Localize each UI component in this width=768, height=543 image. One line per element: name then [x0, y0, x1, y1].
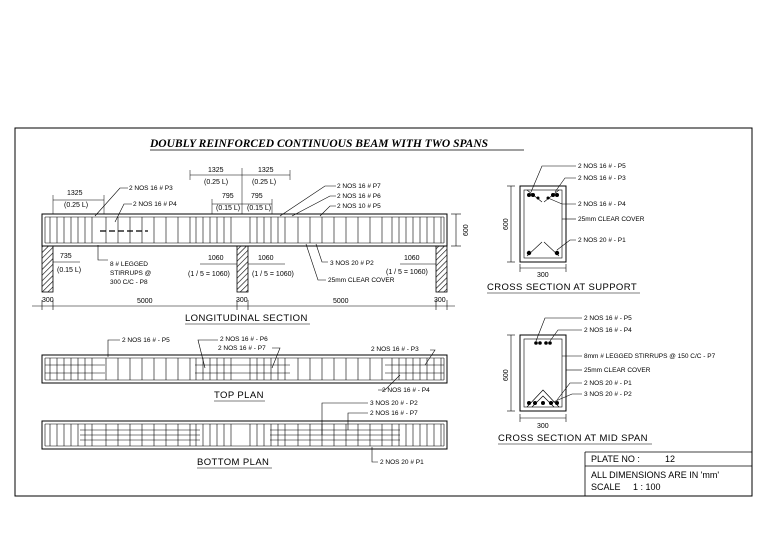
dim-1325-center-right: 1325 — [258, 167, 274, 174]
dim-015L-left: (0.15 L) — [216, 205, 240, 212]
dim-1060-a-sub: (1 / 5 = 1060) — [188, 271, 230, 278]
dim-1060-b-sub: (1 / 5 = 1060) — [252, 271, 294, 278]
midspan-label-p5: 2 NOS 16 # - P5 — [584, 315, 632, 322]
dim-600-depth: 600 — [463, 224, 470, 236]
top-plan: 2 NOS 16 # - P5 2 NOS 16 # - P6 2 NOS 16… — [41, 336, 448, 402]
label-stirrups-3: 300 C/C - P8 — [110, 279, 148, 286]
dim-025L-left: (0.25 L) — [64, 202, 88, 209]
dim-025L-center-right: (0.25 L) — [252, 179, 276, 186]
dim-1325-center-left: 1325 — [208, 167, 224, 174]
label-p6: 2 NOS 16 # P6 — [337, 193, 381, 200]
dim-1060-a: 1060 — [208, 255, 224, 262]
dim-795-right: 795 — [251, 193, 263, 200]
midspan-label-cover: 25mm CLEAR COVER — [584, 367, 651, 374]
midspan-dim-600: 600 — [503, 369, 510, 381]
scale-value: 1 : 100 — [633, 482, 661, 492]
support-label-p5: 2 NOS 16 # - P5 — [578, 163, 626, 170]
cross-section-support: 600 300 2 NOS 16 # - P5 2 NOS 16 # - P3 … — [487, 163, 645, 294]
bottom-label-p1: 2 NOS 20 # P1 — [380, 459, 424, 466]
label-p3: 2 NOS 16 # P3 — [129, 185, 173, 192]
label-p4: 2 NOS 16 # P4 — [133, 201, 177, 208]
top-label-p3: 2 NOS 16 # - P3 — [371, 346, 419, 353]
label-stirrups-1: 8 # LEGGED — [110, 261, 148, 268]
beam-outline — [41, 213, 448, 247]
support-label-p4: 2 NOS 16 # - P4 — [578, 201, 626, 208]
support-dim-600: 600 — [503, 218, 510, 230]
label-stirrups-2: STIRRUPS @ — [110, 270, 152, 277]
support-middle — [236, 245, 249, 293]
support-label-cover: 25mm CLEAR COVER — [578, 216, 645, 223]
top-plan-heading: TOP PLAN — [214, 390, 264, 401]
dim-300-left: 300 — [42, 297, 54, 304]
support-left — [41, 245, 54, 293]
dim-1060-c-sub: (1 / 5 = 1060) — [386, 269, 428, 276]
plate-label: PLATE NO : — [591, 454, 640, 464]
stirrups-bottom-plan — [49, 424, 442, 446]
dim-5000-right: 5000 — [333, 298, 349, 305]
label-cover: 25mm CLEAR COVER — [328, 277, 395, 284]
longitudinal-section: 300 300 300 5000 5000 600 1325 (0.25 L) … — [32, 167, 470, 325]
dim-025L-center-left: (0.25 L) — [204, 179, 228, 186]
dim-1060-b: 1060 — [258, 255, 274, 262]
midspan-section-heading: CROSS SECTION AT MID SPAN — [498, 433, 648, 444]
midspan-label-p1: 2 NOS 20 # - P1 — [584, 380, 632, 387]
label-p2: 3 NOS 20 # P2 — [330, 260, 374, 267]
label-p7: 2 NOS 16 # P7 — [337, 183, 381, 190]
support-label-p3: 2 NOS 16 # - P3 — [578, 175, 626, 182]
support-section-heading: CROSS SECTION AT SUPPORT — [487, 282, 637, 293]
title-block: PLATE NO : 12 ALL DIMENSIONS ARE IN 'mm'… — [584, 451, 752, 496]
drawing-title: DOUBLY REINFORCED CONTINUOUS BEAM WITH T… — [149, 138, 488, 150]
label-p5: 2 NOS 10 # P5 — [337, 203, 381, 210]
dim-1060-c: 1060 — [404, 255, 420, 262]
support-right — [435, 245, 448, 293]
longitudinal-section-heading: LONGITUDINAL SECTION — [185, 313, 308, 324]
bottom-plan-heading: BOTTOM PLAN — [197, 457, 269, 468]
dim-300-right: 300 — [434, 297, 446, 304]
stirrups-top-plan — [49, 358, 442, 380]
dim-015L-right: (0.15 L) — [247, 205, 271, 212]
top-label-p4: 2 NOS 16 # - P4 — [382, 387, 430, 394]
support-label-p1: 2 NOS 20 # - P1 — [578, 237, 626, 244]
midspan-dim-300: 300 — [537, 423, 549, 430]
dim-735: 735 — [60, 253, 72, 260]
dim-1325-left: 1325 — [67, 190, 83, 197]
dimensions-note: ALL DIMENSIONS ARE IN 'mm' — [591, 470, 719, 480]
cross-section-midspan: 600 300 2 NOS 16 # - P5 2 NOS 16 # - P4 … — [498, 315, 716, 445]
midspan-label-p4: 2 NOS 16 # - P4 — [584, 327, 632, 334]
top-label-p5: 2 NOS 16 # - P5 — [122, 337, 170, 344]
plate-number: 12 — [665, 454, 675, 464]
stirrups-longitudinal — [49, 217, 442, 243]
dim-795-left: 795 — [222, 193, 234, 200]
dim-300-mid: 300 — [236, 297, 248, 304]
bottom-plan: 3 NOS 20 # - P2 2 NOS 16 # - P7 2 NOS 20… — [41, 400, 448, 469]
top-label-p6: 2 NOS 16 # - P6 — [220, 336, 268, 343]
dim-5000-left: 5000 — [137, 298, 153, 305]
support-dim-300: 300 — [537, 272, 549, 279]
top-label-p7: 2 NOS 16 # - P7 — [218, 345, 266, 352]
midspan-label-stirrups: 8mm # LEGGED STIRRUPS @ 150 C/C - P7 — [584, 353, 716, 360]
bottom-label-p2: 3 NOS 20 # - P2 — [370, 400, 418, 407]
sheet-border — [14, 127, 753, 497]
scale-label: SCALE — [591, 482, 621, 492]
bottom-label-p7: 2 NOS 16 # - P7 — [370, 410, 418, 417]
dim-015L-bottom: (0.15 L) — [57, 267, 81, 274]
midspan-label-p2: 3 NOS 20 # - P2 — [584, 391, 632, 398]
